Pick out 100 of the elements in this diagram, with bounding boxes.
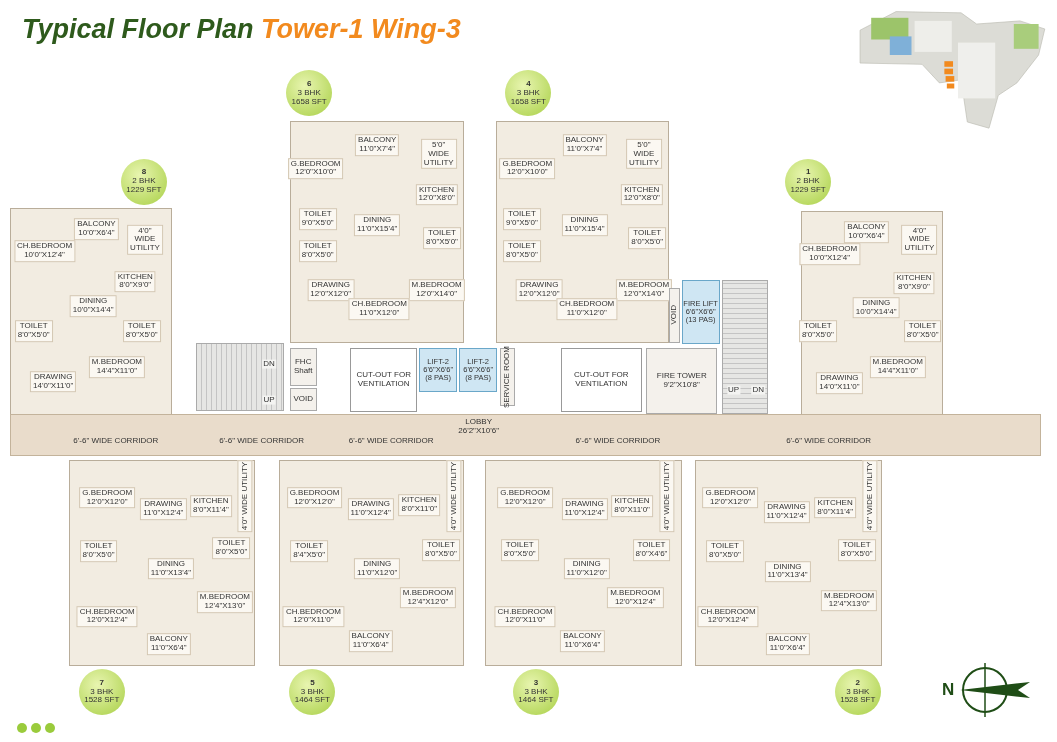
room-area xyxy=(307,279,355,302)
room-dimension: 12'0"X14'0" xyxy=(623,290,665,300)
room-dimension: 14'4"X11'0" xyxy=(877,367,918,377)
corridor-label: 6'-6" WIDE CORRIDOR xyxy=(348,436,434,446)
room-name: DINING xyxy=(363,216,392,226)
room-name: 5'0" WIDE UTILITY xyxy=(629,140,659,168)
room-name: DRAWING xyxy=(565,500,604,510)
room-area xyxy=(893,272,935,294)
room-area xyxy=(502,240,541,263)
room-name: TOILET xyxy=(637,541,666,550)
room-dimension: 8'0"X5'0" xyxy=(125,331,158,340)
room-name: TOILET xyxy=(711,542,739,552)
room-dimension: 8'0"X5'0" xyxy=(82,551,115,561)
unit-area: 1658 SFT xyxy=(510,97,546,107)
room-name: 4'0" WIDE UTILITY xyxy=(662,462,671,531)
unit-area: 1528 SFT xyxy=(84,696,120,706)
room-name: CH.BEDROOM xyxy=(802,245,858,255)
room-name: G.BEDROOM xyxy=(290,159,341,169)
unit-area: 1658 SFT xyxy=(291,97,327,107)
room-dimension: 11'0"X12'0" xyxy=(566,309,607,319)
room-name: KITCHEN xyxy=(193,497,229,507)
room-dimension: 9'2"X10'8" xyxy=(663,381,700,390)
room-dimension: 11'0"X13'4" xyxy=(767,571,808,581)
unit-area: 1464 SFT xyxy=(518,696,554,706)
room-area xyxy=(502,208,541,231)
room-dimension: 8'0"X5'0" xyxy=(215,548,248,558)
room-name: CH.BEDROOM xyxy=(559,300,615,310)
room-name: KITCHEN xyxy=(624,185,660,195)
room-name: TOILET xyxy=(426,541,455,550)
room-dimension: 9'0"X5'0" xyxy=(301,219,334,229)
room-name: G.BEDROOM xyxy=(705,488,756,498)
room-dimension: 12'0"X14'0" xyxy=(416,290,457,300)
room-name: TOILET xyxy=(295,542,324,552)
room-dimension: 8'0"X11'0" xyxy=(401,505,438,514)
lobby-label: LOBBY xyxy=(465,417,492,427)
room-area xyxy=(494,605,556,628)
room-name: FIRE TOWER xyxy=(656,372,707,381)
corridor-label: 6'-6" WIDE CORRIDOR xyxy=(219,436,304,446)
room-name: DINING xyxy=(572,560,601,569)
room-area xyxy=(706,540,744,563)
room-dimension: 8'0"X11'4" xyxy=(193,506,229,516)
room-dimension: 8'0"X11'0" xyxy=(614,506,650,516)
room-name: G.BEDROOM xyxy=(82,488,133,498)
room-area xyxy=(563,558,610,580)
room-name: 4'0" WIDE UTILITY xyxy=(130,226,160,253)
room-area xyxy=(628,227,667,249)
room-area xyxy=(347,498,394,521)
room-name: M.BEDROOM xyxy=(610,589,661,598)
unit-type: 3 BHK xyxy=(297,88,321,98)
room-area xyxy=(814,497,856,519)
room-area xyxy=(30,370,77,393)
room-name: TOILET xyxy=(217,539,246,549)
room-area xyxy=(821,589,878,612)
room-dimension: 12'0"X8'0" xyxy=(623,194,660,204)
room-dimension: 11'0"X15'4" xyxy=(357,225,398,234)
room-name: CH.BEDROOM xyxy=(17,242,73,252)
room-area xyxy=(852,297,900,319)
room-dimension: 8'0"X4'6" xyxy=(635,549,668,559)
room-dimension: 8'0"X5'0" xyxy=(503,549,536,559)
room-dimension: 11'0"X15'4" xyxy=(564,225,605,234)
stair-direction: DN xyxy=(262,359,276,369)
room-area xyxy=(282,605,344,628)
room-name: CH.BEDROOM xyxy=(79,607,135,617)
room-name: M.BEDROOM xyxy=(411,281,462,291)
unit-number: 6 xyxy=(306,80,312,89)
room-name: TOILET xyxy=(842,541,871,550)
unit-area: 1528 SFT xyxy=(840,696,876,706)
room-name: M.BEDROOM xyxy=(872,358,923,368)
room-dimension: 10'0"X12'4" xyxy=(24,251,65,261)
room-dimension: 14'0"X11'0" xyxy=(819,383,860,392)
room-dimension: 12'0"X12'0" xyxy=(518,290,560,300)
room-name: 4'0" WIDE UTILITY xyxy=(865,462,875,531)
room-name: DINING xyxy=(570,216,599,226)
room-dimension: 12'0"X12'4" xyxy=(707,616,749,626)
room-area xyxy=(763,501,810,524)
unit-number: 1 xyxy=(805,168,811,178)
ventilation-cutout xyxy=(560,348,642,413)
room-name: TOILET xyxy=(84,542,113,552)
room-area xyxy=(903,320,942,342)
room-dimension: 14'4"X11'0" xyxy=(96,367,137,377)
unit-number: 8 xyxy=(141,168,147,178)
room-name: DINING xyxy=(363,560,392,569)
room-dimension: 8'4"X5'0" xyxy=(293,551,326,561)
room-dimension: 8'0"X9'0" xyxy=(119,281,152,291)
room-dimension: 11'0"X12'4" xyxy=(564,509,605,519)
room-dimension: 12'0"X11'0" xyxy=(293,616,334,626)
room-dimension: 11'0"X12'0" xyxy=(359,309,400,319)
room-dimension: 12'0"X12'0" xyxy=(310,290,352,300)
unit-type: 2 BHK xyxy=(132,177,156,187)
shaft-label: FHC Shaft xyxy=(292,358,314,377)
room-name: BALCONY xyxy=(563,632,602,642)
room-dimension: 11'0"X6'4" xyxy=(150,644,187,653)
room-dimension: 11'0"X13'4" xyxy=(150,568,191,578)
room-area xyxy=(399,587,457,609)
room-dimension: 12'0"X8'0" xyxy=(418,194,455,204)
room-name: TOILET xyxy=(19,322,48,331)
room-dimension: 12'0"X12'0" xyxy=(709,497,751,507)
room-area xyxy=(611,495,653,518)
room-dimension: 12'0"X10'0" xyxy=(295,168,336,178)
room-area xyxy=(799,243,861,265)
